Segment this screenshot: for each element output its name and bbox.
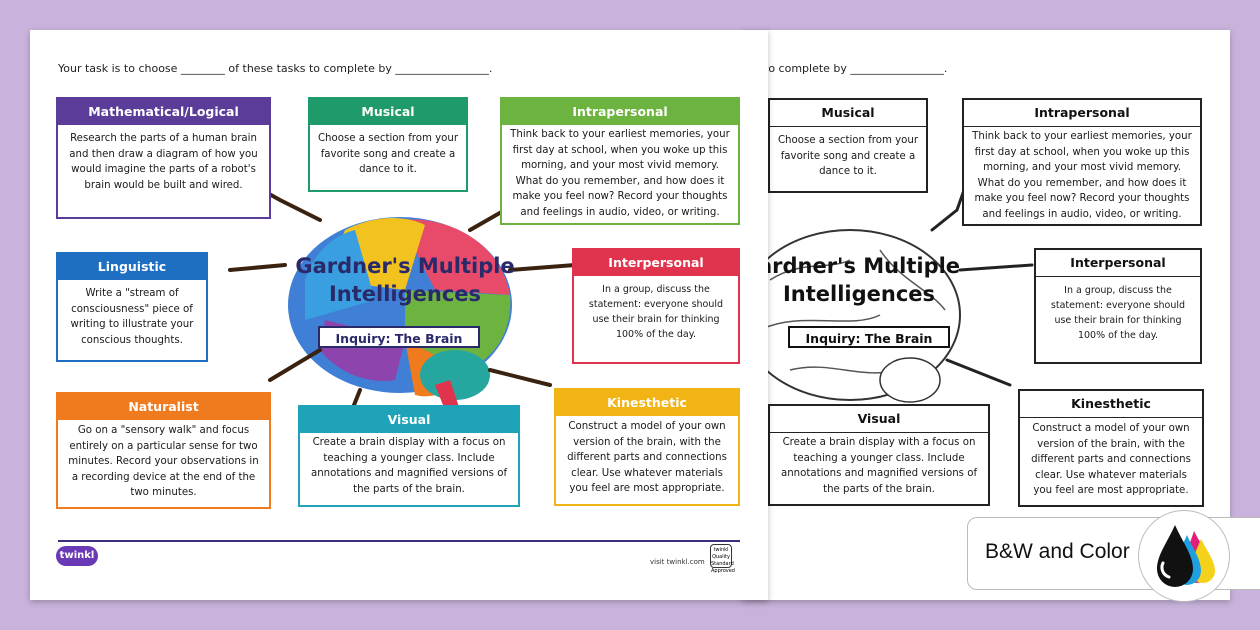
box-mathematical-text: Research the parts of a human brain and … bbox=[69, 133, 258, 191]
bw-title-line-2: Intelligences bbox=[782, 282, 936, 306]
box-kinesthetic-title: Kinesthetic bbox=[556, 390, 738, 416]
bw-box-intrapersonal: Intrapersonal Think back to your earlies… bbox=[962, 98, 1202, 226]
box-linguistic-text: Write a "stream of consciousness" piece … bbox=[70, 288, 194, 346]
box-interpersonal-text: In a group, discuss the statement: every… bbox=[588, 284, 724, 340]
box-intrapersonal-title: Intrapersonal bbox=[502, 99, 738, 125]
bw-box-visual-title: Visual bbox=[770, 406, 988, 433]
bw-box-visual: Visual Create a brain display with a foc… bbox=[768, 404, 990, 506]
box-linguistic-title: Linguistic bbox=[58, 254, 206, 280]
bw-box-intrapersonal-title: Intrapersonal bbox=[964, 100, 1200, 127]
bw-box-interpersonal-title: Interpersonal bbox=[1036, 250, 1200, 277]
bw-box-intrapersonal-text: Think back to your earliest memories, yo… bbox=[972, 131, 1192, 220]
bw-box-interpersonal: Interpersonal In a group, discuss the st… bbox=[1034, 248, 1202, 364]
ink-drops-icon bbox=[1138, 510, 1230, 602]
bw-worksheet: to complete by _________________. ardner… bbox=[742, 30, 1230, 600]
badge-label: B&W and Color bbox=[985, 540, 1130, 563]
bw-box-musical: Musical Choose a section from your favor… bbox=[768, 98, 928, 193]
box-kinesthetic: Kinesthetic Construct a model of your ow… bbox=[554, 388, 740, 506]
title-line-1: Gardner's Multiple bbox=[295, 254, 515, 278]
bw-box-kinesthetic-title: Kinesthetic bbox=[1020, 391, 1202, 418]
box-musical-title: Musical bbox=[310, 99, 466, 125]
visit-link[interactable]: visit twinkl.com bbox=[650, 558, 705, 566]
bw-box-musical-title: Musical bbox=[770, 100, 926, 127]
bw-box-musical-text: Choose a section from your favorite song… bbox=[777, 135, 919, 177]
branch-lines bbox=[228, 188, 577, 417]
box-intrapersonal-text: Think back to your earliest memories, yo… bbox=[510, 129, 730, 218]
bw-task-instruction: to complete by _________________. bbox=[764, 62, 948, 75]
bw-brain-illustration bbox=[742, 229, 961, 403]
bw-box-kinesthetic: Kinesthetic Construct a model of your ow… bbox=[1018, 389, 1204, 507]
box-kinesthetic-text: Construct a model of your own version of… bbox=[567, 421, 727, 494]
box-interpersonal-title: Interpersonal bbox=[574, 250, 738, 276]
bw-branch-lines bbox=[930, 188, 1034, 387]
bw-box-interpersonal-text: In a group, discuss the statement: every… bbox=[1050, 285, 1186, 341]
box-intrapersonal: Intrapersonal Think back to your earlies… bbox=[500, 97, 740, 225]
quality-seal: twinkl Quality Standard Approved bbox=[710, 544, 735, 574]
box-musical-text: Choose a section from your favorite song… bbox=[317, 133, 459, 175]
box-naturalist-title: Naturalist bbox=[58, 394, 269, 420]
bw-box-kinesthetic-text: Construct a model of your own version of… bbox=[1031, 423, 1191, 496]
task-instruction: Your task is to choose ________ of these… bbox=[58, 62, 493, 75]
worksheet-title: Gardner's Multiple Intelligences bbox=[280, 252, 530, 308]
bw-worksheet-title: ardner's Multiple Intelligences bbox=[742, 252, 984, 308]
box-linguistic: Linguistic Write a "stream of consciousn… bbox=[56, 252, 208, 362]
bw-and-color-badge: B&W and Color bbox=[967, 510, 1260, 602]
bw-inquiry-label: Inquiry: The Brain bbox=[788, 326, 950, 348]
box-musical: Musical Choose a section from your favor… bbox=[308, 97, 468, 192]
box-visual: Visual Create a brain display with a foc… bbox=[298, 405, 520, 507]
box-mathematical-title: Mathematical/Logical bbox=[58, 99, 269, 125]
box-mathematical: Mathematical/Logical Research the parts … bbox=[56, 97, 271, 219]
box-interpersonal: Interpersonal In a group, discuss the st… bbox=[572, 248, 740, 364]
twinkl-logo: twinkl bbox=[56, 546, 98, 566]
color-worksheet: Your task is to choose ________ of these… bbox=[30, 30, 768, 600]
box-visual-title: Visual bbox=[300, 407, 518, 433]
box-naturalist: Naturalist Go on a "sensory walk" and fo… bbox=[56, 392, 271, 509]
box-naturalist-text: Go on a "sensory walk" and focus entirel… bbox=[68, 425, 259, 498]
bw-title-line-1: ardner's Multiple bbox=[757, 254, 961, 278]
footer-divider bbox=[58, 540, 740, 542]
box-visual-text: Create a brain display with a focus on t… bbox=[310, 437, 508, 495]
inquiry-label: Inquiry: The Brain bbox=[318, 326, 480, 348]
bw-box-visual-text: Create a brain display with a focus on t… bbox=[780, 437, 978, 495]
title-line-2: Intelligences bbox=[328, 282, 482, 306]
